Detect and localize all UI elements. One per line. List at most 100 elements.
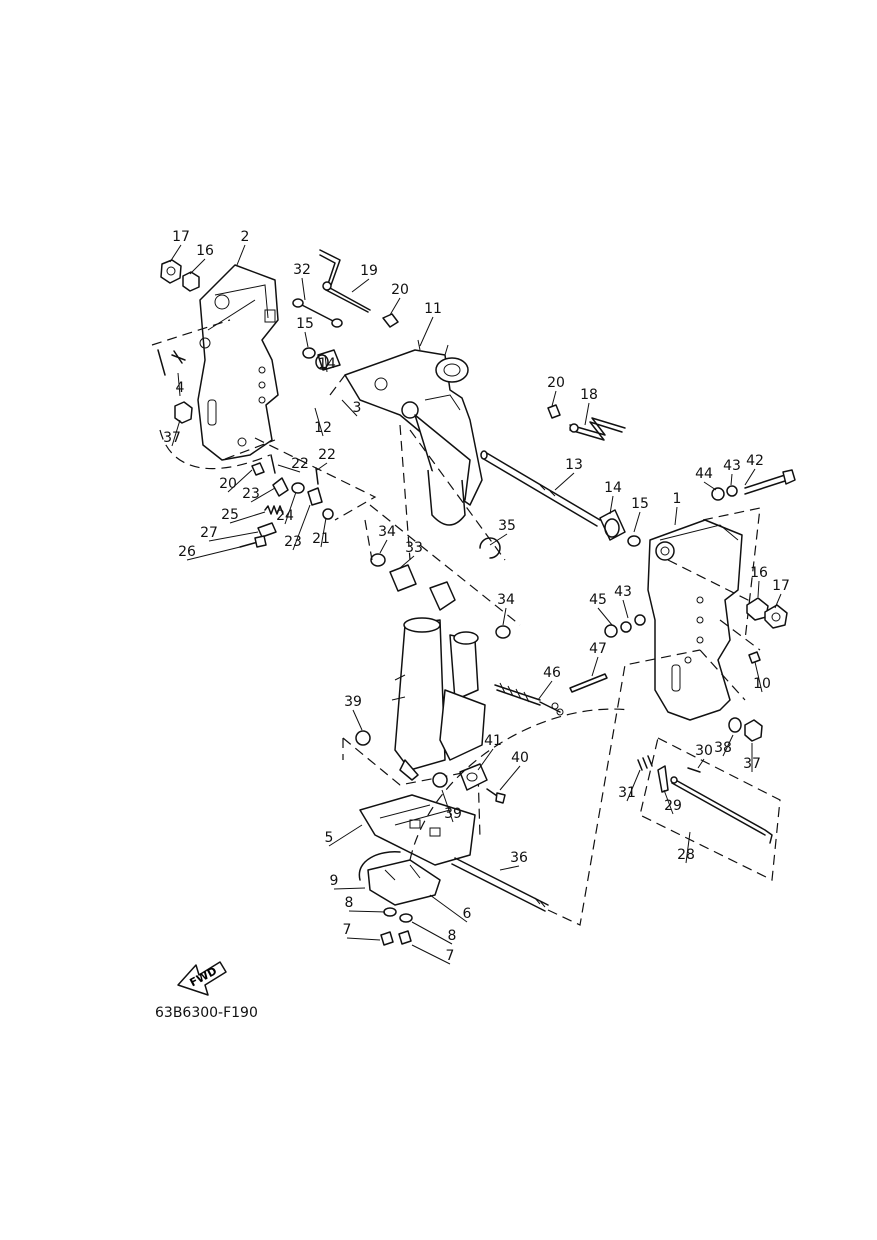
callout-leader [674, 506, 678, 526]
callout-leader [429, 894, 468, 923]
pin-18 [569, 417, 626, 441]
spring-25 [264, 505, 284, 515]
lower-mount-5 [359, 794, 476, 866]
nut-37-right [744, 719, 763, 742]
callout-leader [379, 539, 388, 554]
lever-29 [657, 765, 669, 793]
callout-11: 11 [424, 301, 442, 317]
callout-leader [499, 765, 521, 791]
bushing-34-top [370, 553, 386, 567]
callout-leader [316, 462, 328, 471]
callout-45: 45 [589, 592, 607, 608]
callout-leader [754, 661, 763, 693]
callout-leader [633, 511, 641, 533]
callout-leader [477, 748, 494, 771]
callout-leader [489, 533, 508, 546]
callout-leader [757, 580, 760, 598]
callout-leader [626, 769, 641, 802]
callout-22: 22 [291, 456, 309, 472]
callout-leader [697, 758, 705, 769]
callout-28: 28 [677, 847, 695, 863]
callout-16: 16 [750, 565, 768, 581]
bushing-14-right [599, 509, 626, 541]
callout-leader [352, 709, 363, 731]
bolt-20-lower [251, 462, 265, 476]
lead-wire-46 [494, 682, 564, 716]
callout-leader [774, 593, 782, 609]
callout-44: 44 [695, 466, 713, 482]
washer-15-right [627, 535, 641, 547]
callout-15: 15 [296, 316, 314, 332]
callout-leader [537, 680, 553, 701]
block-41 [459, 763, 488, 791]
callout-leader [208, 531, 259, 542]
callout-leader [411, 944, 451, 965]
bolt-7-left [380, 931, 394, 946]
callout-leader [499, 865, 520, 871]
callout-27: 27 [200, 525, 218, 541]
callout-14: 14 [604, 480, 622, 496]
callout-40: 40 [511, 750, 529, 766]
nut-45 [604, 624, 618, 638]
bolt-20-right [547, 404, 561, 419]
left-bracket-boundary [151, 319, 271, 470]
callout-leader [169, 244, 182, 263]
callout-leader [186, 546, 241, 561]
callout-leader [229, 511, 266, 524]
right-bracket-boundary [667, 507, 761, 651]
callout-19: 19 [360, 263, 378, 279]
callout-leader [389, 297, 401, 316]
callout-10: 10 [753, 676, 771, 692]
callout-20: 20 [547, 375, 565, 391]
washer-8-right [399, 913, 413, 923]
callout-37: 37 [163, 430, 181, 446]
small-pin-22b [315, 467, 319, 485]
plate-27 [257, 522, 277, 538]
callout-43: 43 [614, 584, 632, 600]
callout-13: 13 [565, 457, 583, 473]
callout-37: 37 [743, 756, 761, 772]
callout-12: 12 [314, 420, 332, 436]
cylinder-boundary [364, 504, 521, 626]
grease-nipple-4 [157, 349, 186, 376]
bushing-24 [291, 482, 305, 494]
rod-19 [319, 249, 371, 313]
callout-leader [502, 607, 507, 626]
washer-8-left [383, 907, 397, 917]
callout-8: 8 [345, 895, 354, 911]
callout-35: 35 [498, 518, 516, 534]
callout-15: 15 [631, 496, 649, 512]
bolt-7-right [398, 930, 412, 945]
through-shaft-13 [480, 450, 601, 527]
bolt-40 [486, 788, 506, 804]
nut-37-left [174, 401, 193, 424]
callout-26: 26 [178, 544, 196, 560]
washer-43-mid [634, 614, 646, 626]
callout-34: 34 [497, 592, 515, 608]
callout-7: 7 [446, 948, 455, 964]
callout-8: 8 [448, 928, 457, 944]
callout-leader [609, 495, 614, 515]
callout-20: 20 [391, 282, 409, 298]
shaft-routing [409, 649, 746, 926]
callout-16: 16 [196, 243, 214, 259]
callout-leader [333, 887, 366, 890]
washer-38 [728, 717, 742, 733]
bolt-20-top [382, 313, 399, 328]
bushing-14-left [315, 349, 341, 371]
callout-leader [597, 607, 613, 626]
callout-39: 39 [344, 694, 362, 710]
lower-bracket-6 [367, 859, 441, 906]
bushing-34-right [495, 625, 511, 639]
rod-28-boundary [639, 737, 781, 881]
callout-leader [292, 504, 311, 551]
washer-43-top [726, 485, 738, 497]
left-clamp-bracket [197, 264, 279, 461]
callout-43: 43 [723, 458, 741, 474]
right-clamp-bracket [647, 519, 743, 721]
screw-26 [239, 535, 267, 548]
callout-31: 31 [618, 785, 636, 801]
callout-22: 22 [318, 447, 336, 463]
